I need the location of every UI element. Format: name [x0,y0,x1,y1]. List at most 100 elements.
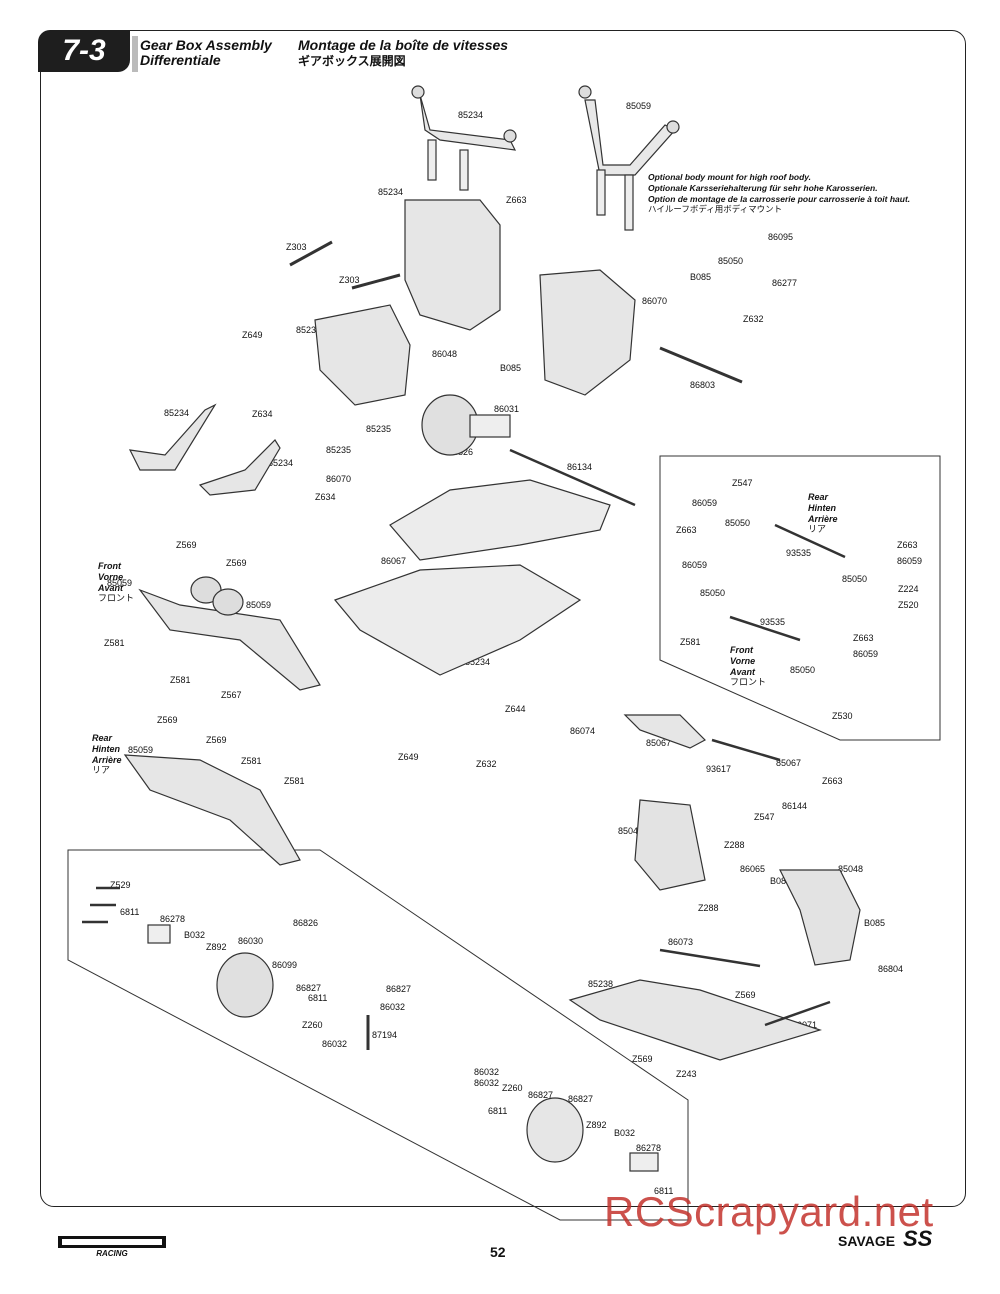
part-label: Z581 [170,675,191,685]
savage-ss-logo: SAVAGE SS [838,1226,933,1251]
part-label: 85059 [246,600,272,610]
part-label: Z634 [252,409,273,419]
pin-86071 [764,1000,831,1027]
part-label: Z288 [698,903,719,913]
bumper-post-right [198,439,281,496]
rear-bumper-85059 [123,754,301,866]
gearbox-right-85235 [539,269,636,396]
part-label: B032 [184,930,206,940]
optional-body-post-85059 [578,85,680,231]
part-label: Z530 [832,711,853,721]
part-label: B085 [770,876,792,886]
part-label: Z569 [206,735,227,745]
ring-gear-86030 [216,952,274,1018]
gearbox-left-85235 [314,304,411,406]
note-fr: Option de montage de la carrosserie pour… [648,194,911,204]
part-label: Z663 [676,525,697,535]
part-label: 86099 [272,960,298,970]
foam-bumper-2 [212,588,244,616]
part-label: Z529 [110,880,131,890]
diff-case-86827 [526,1097,584,1163]
note-en: Optional body mount for high roof body. [648,172,812,182]
part-label: 86032 [474,1067,500,1077]
part-label: 86059 [682,560,708,570]
part-label: 85050 [842,574,868,584]
part-label: 86095 [768,232,794,242]
turnbuckle-93617 [711,738,781,762]
part-label: 86144 [782,801,808,811]
part-label: 86278 [160,914,186,924]
part-label: 86803 [690,380,716,390]
part-label: Z634 [315,492,336,502]
part-label: 85048 [838,864,864,874]
page-number: 52 [490,1244,506,1260]
part-label: 86059 [853,649,879,659]
part-label: 86032 [322,1039,348,1049]
part-label: Z303 [286,242,307,252]
part-label: Z243 [676,1069,697,1079]
part-label: Z303 [339,275,360,285]
part-label: 85050 [718,256,744,266]
gearbox-top-85234 [404,199,501,331]
part-label: Z569 [157,715,178,725]
part-label: Z663 [853,633,874,643]
part-label: 85050 [700,588,726,598]
skid-plate-85234 [333,564,582,676]
outdrive-86278-1 [147,924,171,944]
note-jp: ハイルーフボディ用ボディマウント [648,205,783,215]
part-label: Z567 [221,690,242,700]
differential-inset-box [67,849,689,1221]
part-label: 85234 [164,408,190,418]
part-label: 87194 [372,1030,398,1040]
part-label: Z649 [242,330,263,340]
turnbuckle-93535-rear [774,523,846,559]
svg-text:RACING: RACING [96,1249,128,1258]
part-label: 86134 [567,462,593,472]
part-label: Z632 [476,759,497,769]
part-label: 86031 [494,404,520,414]
part-label: Z288 [724,840,745,850]
part-label: Z520 [898,600,919,610]
part-label: Z260 [502,1083,523,1093]
part-label: 86277 [772,278,798,288]
part-label: B085 [500,363,522,373]
part-label: 85235 [296,325,322,335]
screw-z303-2 [351,273,401,290]
part-label: 86030 [238,936,264,946]
part-label: B085 [690,272,712,282]
part-label: Z569 [632,1054,653,1064]
part-label: B085 [864,918,886,928]
part-label: 86827 [296,983,322,993]
part-label: Z547 [754,812,775,822]
page-frame [40,30,966,1207]
watermark-text: RCScrapyard.net [604,1188,934,1235]
part-label: 93535 [786,548,812,558]
part-label: 86059 [692,498,718,508]
part-label: 85238 [588,979,614,989]
turnbuckle-93535-front [729,615,801,642]
part-label: 85234 [268,458,294,468]
part-label: 86073 [668,937,694,947]
linkage-inset-box [659,455,941,741]
part-label: 85059 [128,745,154,755]
driveshaft-86134 [509,448,636,507]
pin-86803 [659,346,743,384]
part-label: Z663 [897,540,918,550]
body-post-85234 [411,85,517,191]
part-label: Z581 [104,638,125,648]
part-label: Z892 [586,1120,607,1130]
plate-86067 [389,479,611,561]
part-label: Z663 [822,776,843,786]
optional-body-mount-note: Optional body mount for high roof body. … [648,172,910,216]
part-label: 85234 [378,187,404,197]
part-label: 85050 [790,665,816,675]
part-label: 93617 [706,764,732,774]
part-label: Z260 [302,1020,323,1030]
part-label: 85059 [107,578,133,588]
part-label: 85234 [465,657,491,667]
hpi-racing-logo: RACING [58,1236,166,1258]
